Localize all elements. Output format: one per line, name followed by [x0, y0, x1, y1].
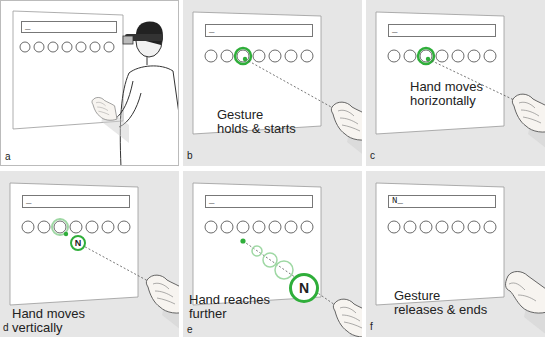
selected-key: N: [289, 273, 319, 303]
virtual-board: [10, 183, 138, 305]
step-caption: Gesture holds & starts: [217, 108, 297, 136]
virtual-board: [376, 183, 504, 305]
person-body: [120, 57, 179, 166]
panel: _b Gesture holds & starts: [183, 0, 362, 166]
pinch-hand: [331, 102, 362, 166]
pinch-hand: [512, 94, 545, 166]
panel: _a: [0, 0, 179, 166]
selected-key: N: [70, 235, 86, 251]
key-circle: [34, 42, 44, 52]
pointing-ray: [78, 243, 148, 281]
panel-letter: c: [370, 150, 375, 161]
key-circle: [48, 42, 58, 52]
panel-letter: d: [3, 322, 9, 333]
highlight-ring: [235, 48, 251, 64]
step-caption: Hand reaches further: [189, 293, 274, 321]
key-circle: [76, 42, 86, 52]
node-text: _: [25, 22, 30, 32]
key-circle: [104, 42, 114, 52]
trail-ring: [252, 246, 262, 256]
pinch-hand: [333, 299, 362, 337]
panel-letter: e: [187, 324, 193, 335]
node-text: _: [209, 25, 214, 35]
node-text: N: [299, 280, 309, 296]
node-text: _: [26, 196, 31, 206]
panel: N_f Gesture releases & ends: [366, 171, 545, 337]
node-text: _: [392, 25, 397, 35]
panel: _ Ne Hand reaches further: [183, 171, 362, 337]
pinch-hand: [92, 97, 129, 143]
text-field: _: [205, 195, 313, 208]
text-field: _: [21, 21, 117, 33]
panel: _c Hand moves horizontally: [366, 0, 545, 166]
node-text: N_: [392, 196, 403, 206]
open-hand: [506, 272, 545, 337]
person-hair: [136, 22, 163, 45]
pinch-hand: [146, 275, 179, 337]
key-circle: [90, 42, 100, 52]
step-caption: Gesture releases & ends: [394, 289, 490, 317]
text-field: _: [205, 24, 313, 37]
highlight-ring: [418, 48, 434, 64]
node-text: N: [75, 238, 82, 248]
virtual-board: [376, 12, 504, 134]
step-caption: Hand moves vertically: [12, 307, 88, 335]
panel: _ NdHand moves vertically: [0, 171, 179, 337]
text-field: _: [388, 24, 496, 37]
panel-letter: b: [187, 150, 193, 161]
text-field: _: [22, 195, 130, 208]
headset-lens: [123, 36, 133, 44]
text-field: N_: [388, 195, 496, 208]
panel-letter: f: [370, 321, 373, 332]
cursor-dot: [64, 232, 68, 236]
cursor-dot: [243, 57, 247, 61]
key-circle: [62, 42, 72, 52]
pointing-ray: [245, 59, 333, 108]
node-text: _: [209, 196, 214, 206]
virtual-board: [193, 183, 321, 305]
key-circle: [20, 42, 30, 52]
step-caption: Hand moves horizontally: [410, 80, 486, 108]
panel-letter: a: [5, 151, 11, 162]
cursor-dot: [240, 238, 245, 243]
trail-ring: [275, 261, 293, 279]
cursor-dot: [426, 57, 430, 61]
trail-ring: [263, 253, 277, 267]
